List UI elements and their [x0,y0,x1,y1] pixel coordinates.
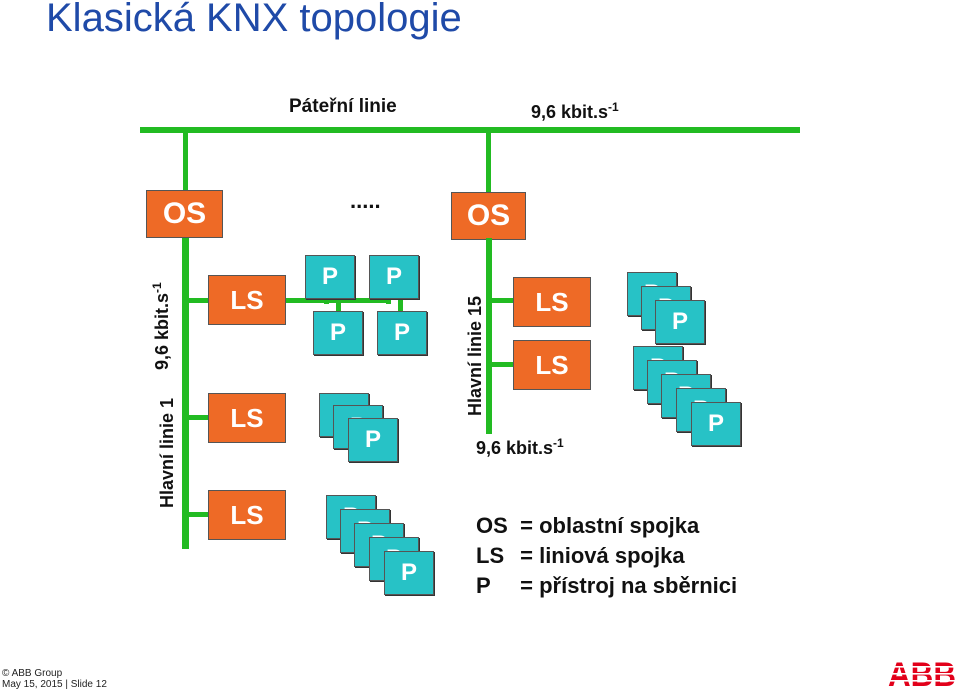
device: P [384,551,434,595]
main-line-15-label: Hlavní linie 15 [465,295,485,416]
backbone-label: Páteřní linie [289,96,397,117]
device: P [313,311,363,355]
line-1a-up1 [324,296,329,304]
line-coupler-15b: LS [513,340,591,390]
main-line-15 [486,238,492,434]
slide-title: Klasická KNX topologie [46,0,462,40]
footer-copyright: © ABB Group [2,668,63,679]
line-1a-down1 [336,300,341,314]
line-1a-down2 [398,300,403,314]
area-coupler-15: OS [451,192,526,240]
main-line-15-speed: 9,6 kbit.s-1 [476,436,564,458]
ls-branch-3 [186,512,210,517]
main-line-1-label: Hlavní linie 1 [157,397,177,508]
device: P [305,255,355,299]
line-1a-up2 [386,296,391,304]
ls-branch-1 [186,298,210,303]
main-line-1 [182,238,189,549]
device: P [377,311,427,355]
legend-p: P = přístroj na sběrnici [476,573,738,598]
backbone-drop-15 [486,130,491,194]
line-coupler-1a: LS [208,275,286,325]
ellipsis: ..... [350,188,381,213]
device: P [655,300,705,344]
ls-branch-15b [490,362,514,367]
abb-logo: ABB [888,657,956,689]
footer-date-slide: May 15, 2015 | Slide 12 [2,679,107,690]
main-line-1-speed: 9,6 kbit.s-1 [150,282,172,370]
legend-ls: LS = liniová spojka [476,543,685,568]
ls-branch-2 [186,415,210,420]
backbone-drop-1 [183,130,188,192]
line-coupler-15a: LS [513,277,591,327]
device: P [348,418,398,462]
line-coupler-1c: LS [208,490,286,540]
backbone-speed: 9,6 kbit.s-1 [531,100,619,122]
ls-branch-15a [490,298,514,303]
line-coupler-1b: LS [208,393,286,443]
area-coupler-1: OS [146,190,223,238]
legend-os: OS = oblastní spojka [476,513,700,538]
device: P [369,255,419,299]
device: P [691,402,741,446]
backbone-line [140,127,800,133]
